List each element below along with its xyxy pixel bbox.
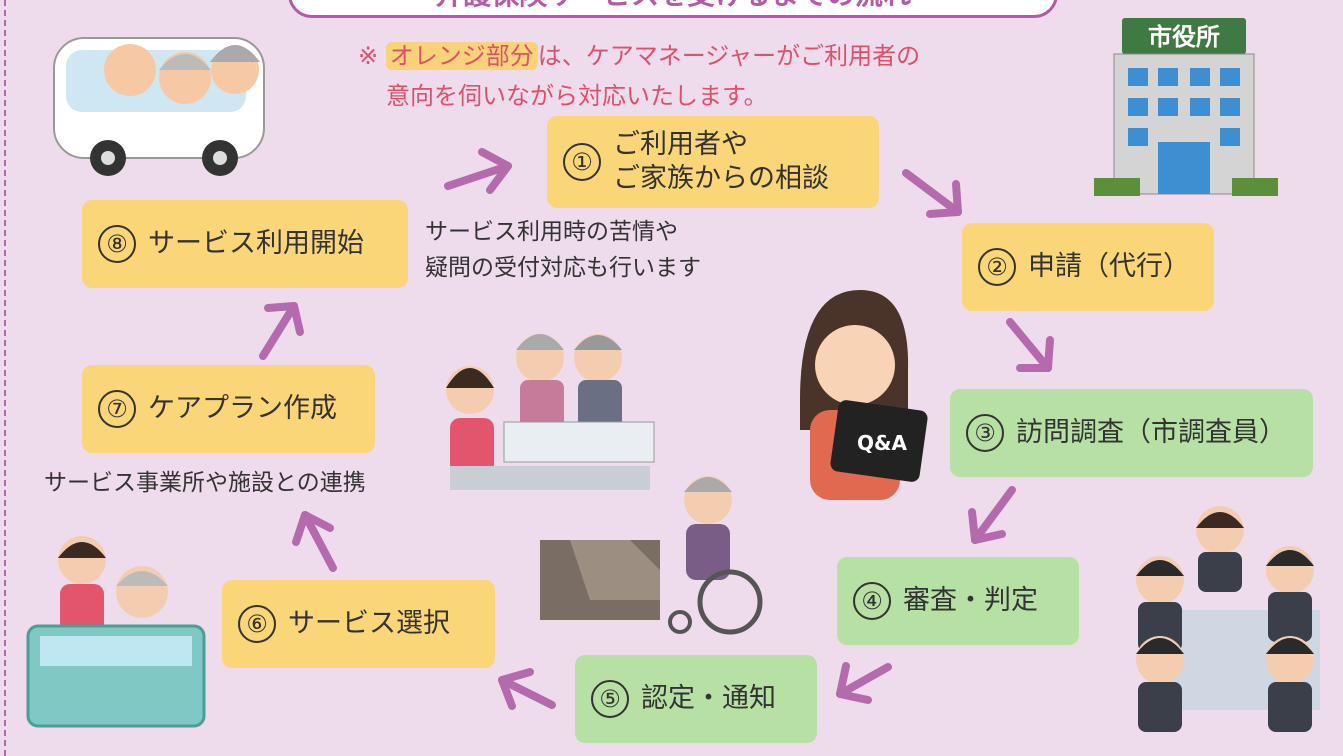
step-2-application: ② 申請（代行） xyxy=(962,223,1214,311)
step-label: 申請（代行） xyxy=(1028,251,1190,282)
step-label: ケアプラン作成 xyxy=(148,393,337,424)
step-number: ⑥ xyxy=(238,605,276,643)
step-number: ② xyxy=(978,248,1016,286)
arrow-7-to-8 xyxy=(259,302,304,360)
bathing-care-illustration xyxy=(26,536,206,728)
note-highlight: オレンジ部分 xyxy=(385,42,538,70)
arrow-5-to-6 xyxy=(498,668,556,710)
step-1-consultation: ① ご利用者やご家族からの相談 xyxy=(547,116,879,208)
step-label: 審査・判定 xyxy=(903,585,1038,616)
van-illustration xyxy=(53,37,265,176)
step-5-certification: ⑤ 認定・通知 xyxy=(575,655,817,743)
arrow-8-to-1 xyxy=(444,148,512,194)
step-label-line1: ご利用者や xyxy=(613,129,748,160)
step-number: ④ xyxy=(853,582,891,620)
step-number: ⑧ xyxy=(98,225,136,263)
step-number: ③ xyxy=(966,414,1004,452)
step-8-service-start: ⑧ サービス利用開始 xyxy=(82,200,408,288)
caption-line: サービス事業所や施設との連携 xyxy=(44,470,366,496)
step-label-line2: ご家族からの相談 xyxy=(613,163,829,194)
meeting-illustration xyxy=(1136,506,1320,732)
city-hall-sign: 市役所 xyxy=(1148,23,1220,51)
step-3-visit-survey: ③ 訪問調査（市調査員） xyxy=(950,389,1313,477)
step-4-review: ④ 審査・判定 xyxy=(837,557,1079,645)
step-label: サービス選択 xyxy=(288,608,450,639)
step-label: 認定・通知 xyxy=(641,683,776,714)
note-line1: は、ケアマネージャーがご利用者の xyxy=(537,42,921,70)
caption-complaints: サービス利用時の苦情や 疑問の受付対応も行います xyxy=(425,214,701,286)
caption-line1: サービス利用時の苦情や xyxy=(425,219,678,245)
note-line2: 意向を伺いながら対応いたします。 xyxy=(386,82,768,110)
arrow-6-to-7 xyxy=(292,511,337,572)
arrow-1-to-2 xyxy=(902,169,962,218)
city-hall-illustration: 市役所 xyxy=(1094,18,1278,196)
caption-line2: 疑問の受付対応も行います xyxy=(425,255,701,281)
arrow-4-to-5 xyxy=(836,662,892,704)
caption-coordination: サービス事業所や施設との連携 xyxy=(44,465,366,501)
wheelchair-illustration xyxy=(540,476,763,635)
clipboard-text: Q&A xyxy=(857,431,907,455)
arrow-2-to-3 xyxy=(1006,318,1054,372)
step-number: ⑤ xyxy=(591,680,629,718)
step-label: サービス利用開始 xyxy=(148,228,364,259)
dashed-border xyxy=(4,0,6,756)
step-label: 訪問調査（市調査員） xyxy=(1016,417,1286,448)
note-mark: ※ xyxy=(358,42,379,70)
step-number: ① xyxy=(563,143,601,181)
step-6-service-selection: ⑥ サービス選択 xyxy=(222,580,495,668)
step-number: ⑦ xyxy=(98,390,136,428)
surveyor-illustration: Q&A xyxy=(800,290,928,500)
counseling-illustration xyxy=(446,334,655,490)
orange-note: ※ オレンジ部分は、ケアマネージャーがご利用者の 意向を伺いながら対応いたします… xyxy=(358,36,920,116)
arrow-3-to-4 xyxy=(968,486,1016,544)
step-7-care-plan: ⑦ ケアプラン作成 xyxy=(82,365,375,453)
